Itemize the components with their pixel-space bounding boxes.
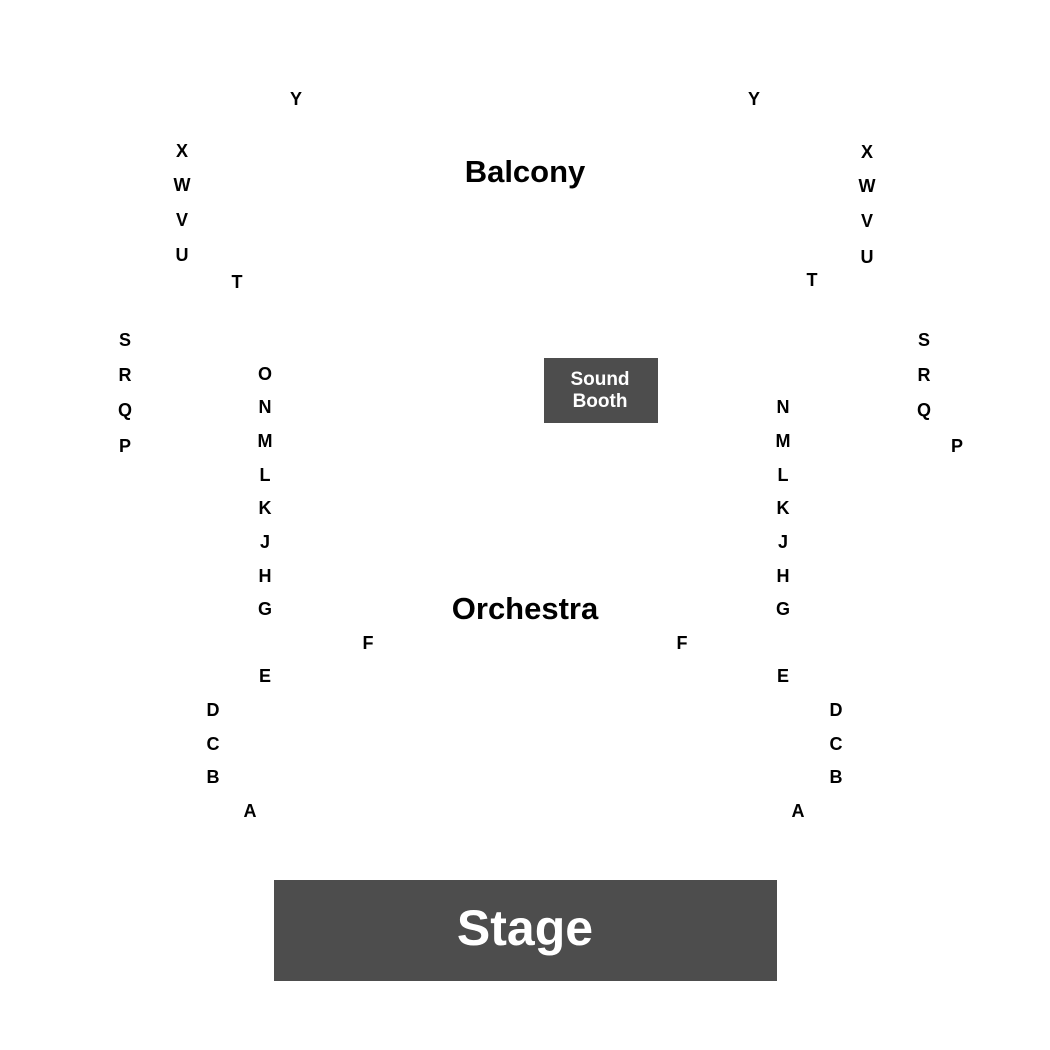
row-label-left-s: S <box>119 330 131 350</box>
row-label-left-o: O <box>258 364 272 384</box>
row-label-right-c: C <box>830 734 843 754</box>
row-label-left-n: N <box>259 397 272 417</box>
row-label-left-v: V <box>176 210 188 230</box>
row-label-left-h: H <box>259 566 272 586</box>
row-label-left-u: U <box>176 245 189 265</box>
row-label-right-n: N <box>777 397 790 417</box>
sound-booth-block <box>544 358 658 423</box>
row-label-right-g: G <box>776 599 790 619</box>
stage-label: Stage <box>457 900 593 956</box>
row-label-left-w: W <box>174 175 191 195</box>
row-label-right-s: S <box>918 330 930 350</box>
row-label-right-y: Y <box>748 89 760 109</box>
row-label-left-y: Y <box>290 89 302 109</box>
row-label-right-v: V <box>861 211 873 231</box>
stage: Stage <box>274 880 777 981</box>
row-label-left-r: R <box>119 365 132 385</box>
row-label-right-h: H <box>777 566 790 586</box>
row-label-right-f: F <box>677 633 688 653</box>
balcony-label: Balcony <box>465 154 586 189</box>
row-label-right-b: B <box>830 767 843 787</box>
left-row-labels: Y X W V U T S R Q P O N M L K J H G F E … <box>118 89 374 821</box>
row-label-left-q: Q <box>118 400 132 420</box>
sound-booth-label-line2: Booth <box>573 391 628 412</box>
row-label-left-k: K <box>259 498 272 518</box>
row-label-left-x: X <box>176 141 188 161</box>
row-label-right-q: Q <box>917 400 931 420</box>
row-label-right-l: L <box>778 465 789 485</box>
row-label-right-u: U <box>861 247 874 267</box>
row-label-left-j: J <box>260 532 270 552</box>
row-label-left-b: B <box>207 767 220 787</box>
orchestra-label: Orchestra <box>452 591 599 626</box>
row-label-right-p: P <box>951 436 963 456</box>
row-label-right-w: W <box>859 176 876 196</box>
row-label-left-a: A <box>244 801 257 821</box>
row-label-right-e: E <box>777 666 789 686</box>
row-label-right-t: T <box>807 270 818 290</box>
row-label-right-m: M <box>776 431 791 451</box>
row-label-right-k: K <box>777 498 790 518</box>
row-label-left-d: D <box>207 700 220 720</box>
row-label-left-g: G <box>258 599 272 619</box>
row-label-left-l: L <box>260 465 271 485</box>
row-label-left-t: T <box>232 272 243 292</box>
stage-block <box>274 880 777 981</box>
row-label-left-p: P <box>119 436 131 456</box>
row-label-left-c: C <box>207 734 220 754</box>
sound-booth-label-line1: Sound <box>570 369 629 390</box>
row-label-left-f: F <box>363 633 374 653</box>
row-label-right-j: J <box>778 532 788 552</box>
row-label-left-e: E <box>259 666 271 686</box>
right-row-labels: Y X W V U T S R Q P N M L K J H G F E D … <box>677 89 964 821</box>
sound-booth: Sound Booth <box>544 358 658 423</box>
row-label-left-m: M <box>258 431 273 451</box>
row-label-right-x: X <box>861 142 873 162</box>
row-label-right-d: D <box>830 700 843 720</box>
row-label-right-a: A <box>792 801 805 821</box>
row-label-right-r: R <box>918 365 931 385</box>
